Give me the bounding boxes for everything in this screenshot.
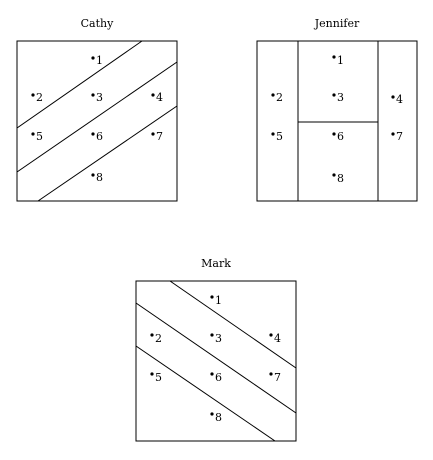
- panel-frame: [135, 280, 297, 442]
- point-marker: [332, 55, 336, 59]
- point-marker: [150, 333, 154, 337]
- point-marker: [332, 93, 336, 97]
- divider-line: [135, 345, 276, 442]
- point-label: 2: [155, 332, 162, 345]
- divider-line: [37, 105, 178, 202]
- divider-line: [169, 280, 297, 369]
- point-marker: [31, 93, 35, 97]
- point-marker: [332, 132, 336, 136]
- panel-title: Mark: [201, 257, 231, 270]
- point-label: 6: [215, 371, 222, 384]
- point-marker: [91, 56, 95, 60]
- panel-title: Jennifer: [314, 17, 360, 30]
- point-label: 7: [274, 371, 281, 384]
- point-marker: [269, 372, 273, 376]
- panel-frame: [16, 40, 178, 202]
- point-marker: [151, 93, 155, 97]
- point-marker: [91, 173, 95, 177]
- point-label: 7: [156, 130, 163, 143]
- point-marker: [91, 93, 95, 97]
- panel-title: Cathy: [81, 17, 114, 30]
- panel-jennifer: Jennifer 1 2 3 4 5 6 7 8: [256, 17, 418, 202]
- point-marker: [91, 132, 95, 136]
- point-label: 4: [396, 93, 403, 106]
- panel-frame: [256, 40, 418, 202]
- point-label: 5: [276, 130, 283, 143]
- point-label: 1: [96, 54, 103, 67]
- divider-line: [135, 302, 297, 414]
- point-label: 5: [155, 371, 162, 384]
- point-marker: [391, 132, 395, 136]
- point-label: 4: [156, 91, 163, 104]
- panel-mark: Mark 1 2 3 4 5 6 7 8: [135, 257, 297, 442]
- point-marker: [150, 372, 154, 376]
- point-label: 8: [337, 172, 344, 185]
- point-marker: [210, 412, 214, 416]
- point-label: 1: [215, 294, 222, 307]
- point-marker: [391, 95, 395, 99]
- panel-cathy: Cathy 1 2 3 4 5 6 7 8: [16, 17, 178, 202]
- point-label: 5: [36, 130, 43, 143]
- point-label: 6: [337, 130, 344, 143]
- point-marker: [269, 333, 273, 337]
- point-label: 2: [36, 91, 43, 104]
- point-label: 8: [96, 171, 103, 184]
- point-marker: [332, 173, 336, 177]
- point-label: 8: [215, 411, 222, 424]
- point-marker: [271, 132, 275, 136]
- point-label: 3: [96, 91, 103, 104]
- point-marker: [210, 295, 214, 299]
- point-label: 3: [215, 332, 222, 345]
- divider-line: [16, 61, 178, 173]
- point-label: 1: [337, 54, 344, 67]
- point-marker: [31, 132, 35, 136]
- point-label: 2: [276, 91, 283, 104]
- point-label: 6: [96, 130, 103, 143]
- divider-line: [16, 40, 143, 129]
- point-label: 3: [337, 91, 344, 104]
- point-marker: [210, 333, 214, 337]
- point-marker: [271, 93, 275, 97]
- point-marker: [151, 132, 155, 136]
- point-marker: [210, 372, 214, 376]
- point-label: 7: [396, 130, 403, 143]
- point-label: 4: [274, 332, 281, 345]
